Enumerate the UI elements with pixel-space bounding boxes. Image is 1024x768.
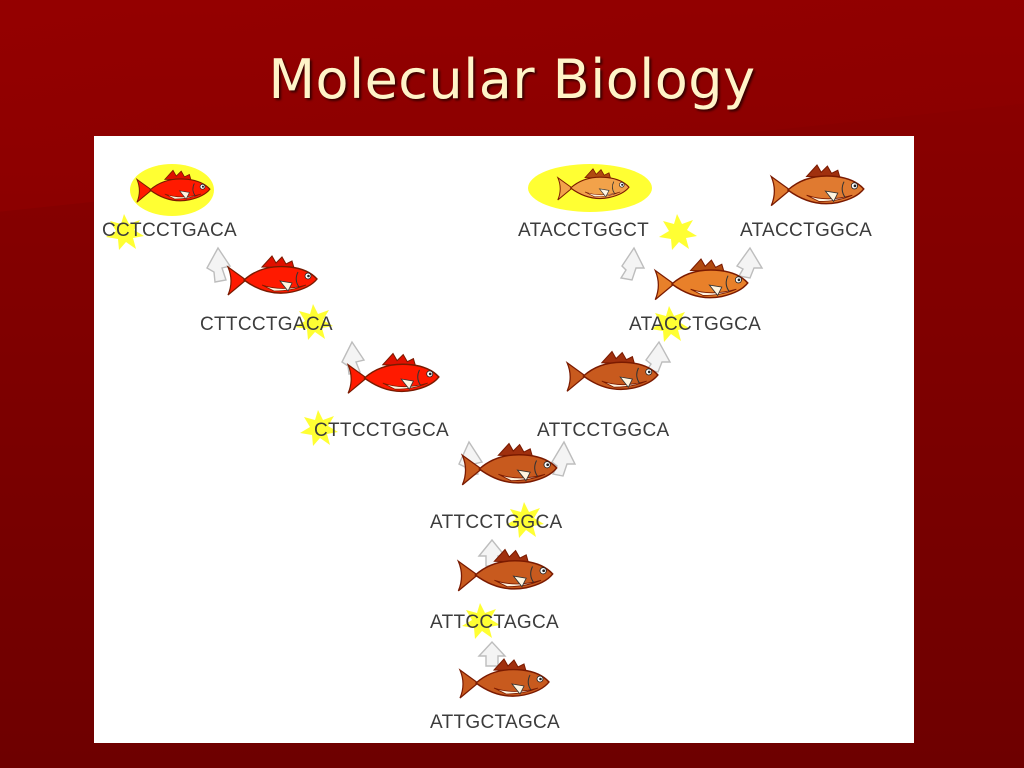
fish-icon (227, 255, 318, 296)
mutation-star (295, 304, 333, 340)
diagram-svg (106, 164, 865, 699)
fish-icon (654, 258, 749, 301)
sequence-label-6: CTTCCTGACA (200, 314, 333, 335)
arrow (735, 246, 764, 279)
arrow (477, 640, 507, 667)
sequence-label-1: ATTGCTAGCA (430, 712, 561, 733)
sequence-label-7: ATACCTGGCA (629, 314, 762, 335)
sequence-label-8: CCTCCTGACA (102, 220, 237, 241)
sequence-label-3: ATTCCTGGCA (430, 512, 563, 533)
arrow (551, 440, 577, 477)
mutation-star (506, 502, 544, 538)
fish-icon (457, 548, 554, 592)
arrow (206, 246, 232, 283)
mutation-star (462, 603, 500, 639)
ancestry-arrows (206, 246, 764, 667)
sequence-label-2: ATTCCTAGCA (430, 612, 559, 633)
fish-icon (461, 442, 558, 486)
evolution-diagram: ATTGCTAGCA ATTCCTAGCA ATTCCTGGCA CTTCCTG… (94, 136, 914, 743)
mutation-star (300, 410, 338, 446)
mutation-markers (106, 214, 697, 639)
sequence-label-4: CTTCCTGGCA (314, 420, 449, 441)
mutation-star (651, 306, 689, 342)
fish-icon (566, 350, 659, 393)
fish-icon (770, 164, 865, 207)
mutation-star (106, 214, 144, 250)
fish-icon (459, 658, 550, 699)
arrow (619, 246, 646, 281)
sequence-label-10: ATACCTGGCA (740, 220, 873, 241)
mutation-star (659, 214, 697, 250)
sequence-label-9: ATACCTGGCT (518, 220, 650, 241)
arrow (645, 340, 672, 373)
arrow (341, 340, 366, 375)
slide-title: Molecular Biology (268, 48, 756, 111)
sequence-label-5: ATTCCTGGCA (537, 420, 670, 441)
